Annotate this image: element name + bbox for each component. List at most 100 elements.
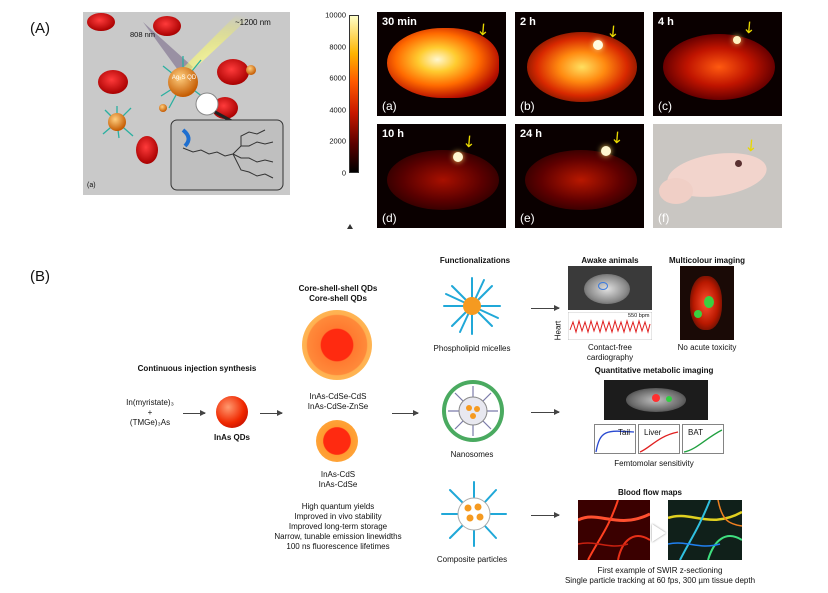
colorbar-tick-labels: 10000 8000 6000 4000 2000 0 xyxy=(318,11,346,178)
nir-image-d: 10 h (d) ↙ xyxy=(377,124,506,228)
time-label: 24 h xyxy=(520,128,543,140)
heart-roi xyxy=(598,282,608,290)
cardiography-trace xyxy=(568,312,652,340)
metabolic-title: Quantitative metabolic imaging xyxy=(594,366,714,375)
blood-flow-title: Blood flow maps xyxy=(618,488,682,497)
composite-particle xyxy=(441,481,507,547)
css-title-1: Core-shell-shell QDs xyxy=(298,284,378,293)
image-label: (d) xyxy=(382,211,397,225)
cardio-label-1: Contact-free xyxy=(587,343,633,352)
awake-mouse-image xyxy=(568,266,652,310)
time-label: 10 h xyxy=(382,128,405,140)
image-label: (f) xyxy=(658,211,670,225)
image-label: (c) xyxy=(658,99,672,113)
time-label: 4 h xyxy=(658,16,674,28)
panel-a-letter: (A) xyxy=(30,20,50,37)
swir-label-2: Single particle tracking at 60 fps, 300 … xyxy=(564,576,756,585)
mouse-signal xyxy=(387,150,499,210)
curve-tail xyxy=(594,424,636,454)
multicolour-image xyxy=(680,266,734,340)
mouse-signal xyxy=(584,274,630,304)
curve-label: BAT xyxy=(688,428,703,437)
toxicity-label: No acute toxicity xyxy=(677,343,737,352)
colorbar-tick: 6000 xyxy=(329,73,346,83)
core-shell-shell-qd xyxy=(302,310,372,380)
white-arrow-icon xyxy=(652,524,666,542)
vessel-drawing xyxy=(578,500,650,560)
curve-label: Liver xyxy=(644,428,662,437)
schematic-sublabel: (a) xyxy=(87,182,96,189)
css-2: InAs-CdSe-ZnSe xyxy=(307,402,369,411)
precursor-plus: + xyxy=(147,408,153,417)
property-item: 100 ns fluorescence lifetimes xyxy=(286,542,390,551)
css-1: InAs-CdSe-CdS xyxy=(309,392,367,401)
hotspot xyxy=(593,40,603,50)
image-label: (b) xyxy=(520,99,535,113)
synthesis-title: Continuous injection synthesis xyxy=(137,364,257,373)
arrow xyxy=(392,410,419,416)
inas-qd-sphere xyxy=(216,396,248,428)
arrow xyxy=(531,305,560,311)
green-signal xyxy=(666,396,672,402)
image-label: (e) xyxy=(520,211,535,225)
yellow-arrow-icon: ↙ xyxy=(606,126,628,149)
nanosome xyxy=(442,380,504,442)
curve-label: Tail xyxy=(618,428,631,437)
precursor-2: (TMGe)₃As xyxy=(129,418,171,427)
qd-label: Ag₂S QD xyxy=(171,75,197,81)
property-item: High quantum yields xyxy=(301,502,375,511)
laser-wavelength-label: 808 nm xyxy=(130,30,156,39)
tumor-spot xyxy=(735,160,742,167)
mouse-signal xyxy=(527,32,637,102)
colorbar-tick: 2000 xyxy=(329,136,346,146)
flow-map-image xyxy=(668,500,742,560)
hotspot xyxy=(601,146,611,156)
cs-1: InAs-CdS xyxy=(320,470,356,479)
metabolic-image xyxy=(604,380,708,420)
inas-qd-label: InAs QDs xyxy=(213,433,250,442)
emission-wavelength-label: ~1200 nm xyxy=(235,18,271,27)
colorbar-tick: 0 xyxy=(341,168,346,178)
composite-label: Composite particles xyxy=(436,555,508,564)
flow-map-drawing xyxy=(668,500,742,560)
colorbar-tick: 10000 xyxy=(325,10,346,20)
hotspot xyxy=(453,152,463,162)
property-item: Improved long-term storage xyxy=(288,522,388,531)
qd-schematic: 808 nm ~1200 nm Ag₂S QD (a) xyxy=(83,12,290,195)
hotspot xyxy=(733,36,741,44)
colorbar-tick: 8000 xyxy=(329,42,346,52)
micelles-label: Phospholipid micelles xyxy=(433,344,511,353)
arrow xyxy=(531,512,560,518)
css-title-2: Core-shell QDs xyxy=(309,294,367,303)
multicolour-title: Multicolour imaging xyxy=(669,256,745,265)
intensity-colorbar xyxy=(349,15,359,173)
arrow xyxy=(260,410,283,416)
green-signal xyxy=(704,296,714,308)
precursor-1: In(myristate)₃ xyxy=(126,398,174,407)
mouse-signal xyxy=(387,28,499,98)
small-triangle-marker xyxy=(347,224,353,229)
qd-schematic-drawing xyxy=(87,12,284,191)
swir-label-1: First example of SWIR z-sectioning xyxy=(597,566,723,575)
nir-image-e: 24 h (e) ↙ xyxy=(515,124,644,228)
arrow xyxy=(183,410,206,416)
femto-label: Femtomolar sensitivity xyxy=(614,459,694,468)
yellow-arrow-icon: ↙ xyxy=(458,130,480,153)
phospholipid-micelle xyxy=(443,277,501,335)
functionalizations-title: Functionalizations xyxy=(439,256,511,265)
panel-b-letter: (B) xyxy=(30,268,50,285)
image-label: (a) xyxy=(382,99,397,113)
green-signal xyxy=(694,310,702,318)
cardio-label-2: cardiography xyxy=(586,353,634,362)
nanosomes-label: Nanosomes xyxy=(450,450,494,459)
property-list: High quantum yields Improved in vivo sta… xyxy=(256,502,420,552)
curve-liver xyxy=(638,424,680,454)
mouse-signal xyxy=(663,34,775,100)
mouse-head xyxy=(659,178,693,204)
time-label: 30 min xyxy=(382,16,417,28)
nir-image-b: 2 h (b) ↙ xyxy=(515,12,644,116)
yellow-arrow-icon: ↙ xyxy=(738,16,760,39)
mouse-signal xyxy=(525,150,637,210)
arrow xyxy=(531,409,560,415)
red-signal xyxy=(652,394,660,402)
